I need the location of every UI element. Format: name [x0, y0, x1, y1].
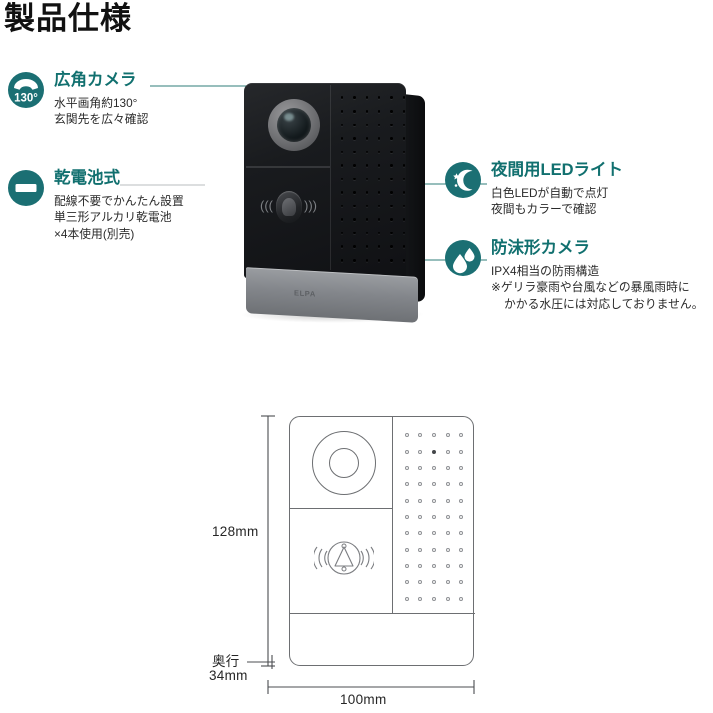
- feature-heading: 防沫形カメラ: [491, 239, 590, 257]
- feature-text-block: 夜間用LEDライト 白色LEDが自動で点灯 夜間もカラーで確認: [491, 160, 623, 218]
- dimension-guides: [247, 415, 475, 694]
- wide-angle-130-icon: 130°: [8, 72, 44, 108]
- night-moon-icon: [445, 162, 481, 198]
- feature-text-block: 防沫形カメラ IPX4相当の防雨構造 ※ゲリラ豪雨や台風などの暴風雨時に かかる…: [491, 238, 704, 313]
- dimension-drawing: 128mm 奥行 34mm 100mm: [0, 392, 713, 713]
- panel-divider-horizontal: [246, 166, 330, 168]
- product-photo: ((( ))) ELPA: [232, 83, 437, 330]
- page-title: 製品仕様: [4, 1, 132, 36]
- water-drop-icon: [445, 240, 481, 276]
- depth-dimension-label: 奥行: [212, 654, 240, 669]
- feature-heading: 広角カメラ: [54, 71, 137, 89]
- battery-icon: [8, 170, 44, 206]
- doorbell-button[interactable]: [276, 191, 302, 223]
- feature-detail-line: IPX4相当の防雨構造: [491, 263, 600, 278]
- outline-speaker-dot-grid: [400, 427, 468, 607]
- outline-camera-outer-circle: [312, 431, 376, 495]
- feature-detail-line: 玄関先を広々確認: [54, 112, 149, 127]
- product-front-face: ((( ))): [244, 83, 406, 278]
- feature-heading: 夜間用LEDライト: [491, 161, 623, 179]
- feature-heading: 乾電池式: [54, 169, 120, 187]
- feature-detail-line: 水平画角約130°: [54, 95, 138, 110]
- product-outline-drawing: [289, 416, 475, 666]
- outline-divider-vertical: [392, 417, 394, 613]
- feature-detail-line: ×4本使用(別売): [54, 227, 135, 242]
- feature-detail-line: 夜間もカラーで確認: [491, 202, 597, 217]
- feature-text-block: 広角カメラ 水平画角約130° 玄関先を広々確認: [54, 70, 148, 128]
- feature-text-block: 乾電池式 配線不要でかんたん設置 単三形アルカリ乾電池 ×4本使用(別売): [54, 168, 184, 243]
- panel-divider-vertical: [330, 85, 331, 270]
- feature-detail-line: 単三形アルカリ乾電池: [54, 210, 172, 225]
- sound-wave-right-icon: ))): [304, 198, 317, 213]
- outline-divider-lower: [290, 613, 475, 615]
- brand-logo: ELPA: [294, 288, 316, 299]
- depth-dimension-value: 34mm: [209, 668, 248, 683]
- feature-detail-line: ※ゲリラ豪雨や台風などの暴風雨時に: [491, 280, 690, 295]
- product-base-plate: [246, 267, 418, 323]
- speaker-dot-grid: [336, 91, 410, 267]
- sound-wave-left-icon: (((: [260, 198, 273, 213]
- feature-detail-line: 白色LEDが自動で点灯: [491, 185, 609, 200]
- feature-detail-line: かかる水圧には対応しておりません。: [504, 297, 704, 312]
- svg-text:130°: 130°: [14, 93, 38, 105]
- height-dimension-label: 128mm: [212, 524, 259, 539]
- outline-camera-inner-circle: [329, 448, 359, 478]
- outline-bell-icon: [312, 535, 376, 581]
- camera-lens-ring: [268, 99, 320, 151]
- camera-lens-icon: [277, 108, 311, 142]
- width-dimension-label: 100mm: [340, 692, 387, 707]
- outline-divider-upper: [290, 508, 393, 510]
- feature-detail-line: 配線不要でかんたん設置: [54, 193, 184, 208]
